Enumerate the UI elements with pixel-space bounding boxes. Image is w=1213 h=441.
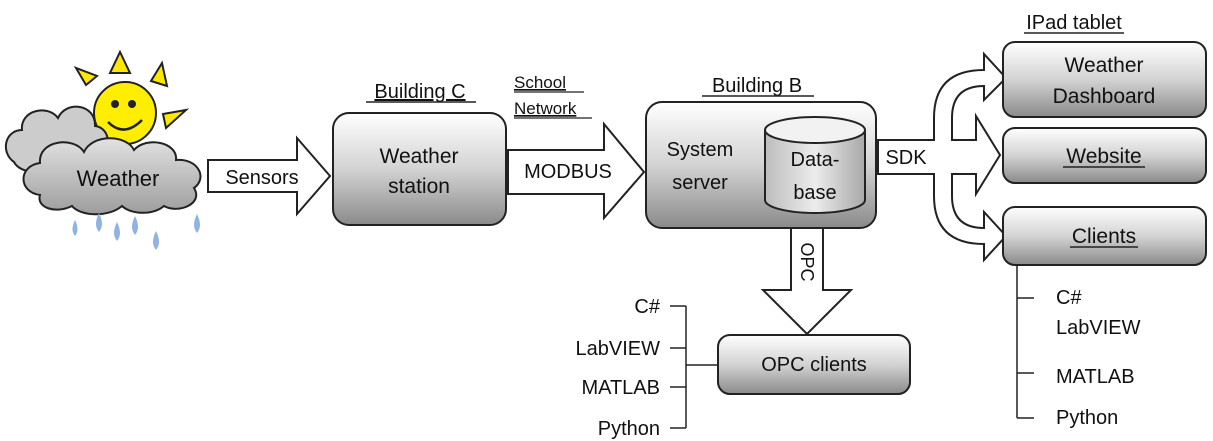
opc-label: OPC bbox=[797, 242, 817, 281]
opc-client-item: Python bbox=[598, 418, 660, 440]
weather-dashboard-line2: Dashboard bbox=[1053, 85, 1156, 108]
database-line1: Data- bbox=[791, 149, 840, 171]
ipad-heading: IPad tablet bbox=[1026, 12, 1122, 34]
rain-drops-icon bbox=[72, 213, 200, 250]
modbus-label: MODBUS bbox=[524, 161, 612, 183]
weather-station-line1: Weather bbox=[380, 145, 459, 168]
weather-cloud-icon: Weather bbox=[22, 137, 202, 216]
opc-arrow: OPC bbox=[760, 227, 854, 336]
system-server-line2: server bbox=[672, 172, 728, 194]
clients-box bbox=[1002, 206, 1207, 266]
building-c: Building C Weather station bbox=[332, 81, 507, 226]
modbus-arrow: School Network MODBUS bbox=[507, 73, 646, 221]
opc-clients-label: OPC clients bbox=[761, 354, 867, 376]
weather-station-line2: station bbox=[388, 175, 450, 198]
network-label-top: School bbox=[514, 73, 566, 92]
opc-client-item: C# bbox=[634, 296, 660, 318]
ipad-client-tree bbox=[1016, 265, 1034, 419]
clients-label: Clients bbox=[1072, 225, 1136, 248]
sensors-label: Sensors bbox=[225, 167, 298, 189]
opc-client-item: LabVIEW bbox=[576, 338, 661, 360]
opc-client-item: MATLAB bbox=[581, 377, 660, 399]
sdk-arrow: SDK bbox=[877, 51, 1008, 263]
website-label: Website bbox=[1066, 145, 1141, 168]
weather-dashboard-box bbox=[1002, 41, 1207, 118]
ipad-client-item: C# bbox=[1056, 287, 1082, 309]
database-icon: Data- base bbox=[764, 116, 866, 214]
building-b: Building B System server Data- base bbox=[645, 75, 877, 229]
system-server-line1: System bbox=[667, 139, 734, 161]
opc-clients: OPC clients C# LabVIEW MATLAB Python bbox=[576, 296, 911, 440]
sdk-label: SDK bbox=[885, 147, 927, 169]
ipad-tablet: IPad tablet Weather Dashboard Website Cl… bbox=[1002, 12, 1207, 429]
database-line2: base bbox=[793, 182, 836, 204]
website-box bbox=[1002, 127, 1207, 184]
building-b-heading: Building B bbox=[712, 75, 802, 97]
ipad-client-item: MATLAB bbox=[1056, 366, 1135, 388]
opc-client-tree bbox=[670, 305, 718, 429]
network-label-bottom: Network bbox=[514, 99, 577, 118]
ipad-client-item: LabVIEW bbox=[1056, 317, 1141, 339]
sensors-arrow: Sensors bbox=[207, 135, 332, 217]
building-c-heading: Building C bbox=[374, 81, 465, 103]
weather-label: Weather bbox=[77, 166, 160, 191]
ipad-client-item: Python bbox=[1056, 407, 1118, 429]
weather-station-box bbox=[332, 112, 507, 226]
weather-dashboard-line1: Weather bbox=[1065, 54, 1144, 77]
weather-illustration: Weather bbox=[4, 49, 202, 250]
